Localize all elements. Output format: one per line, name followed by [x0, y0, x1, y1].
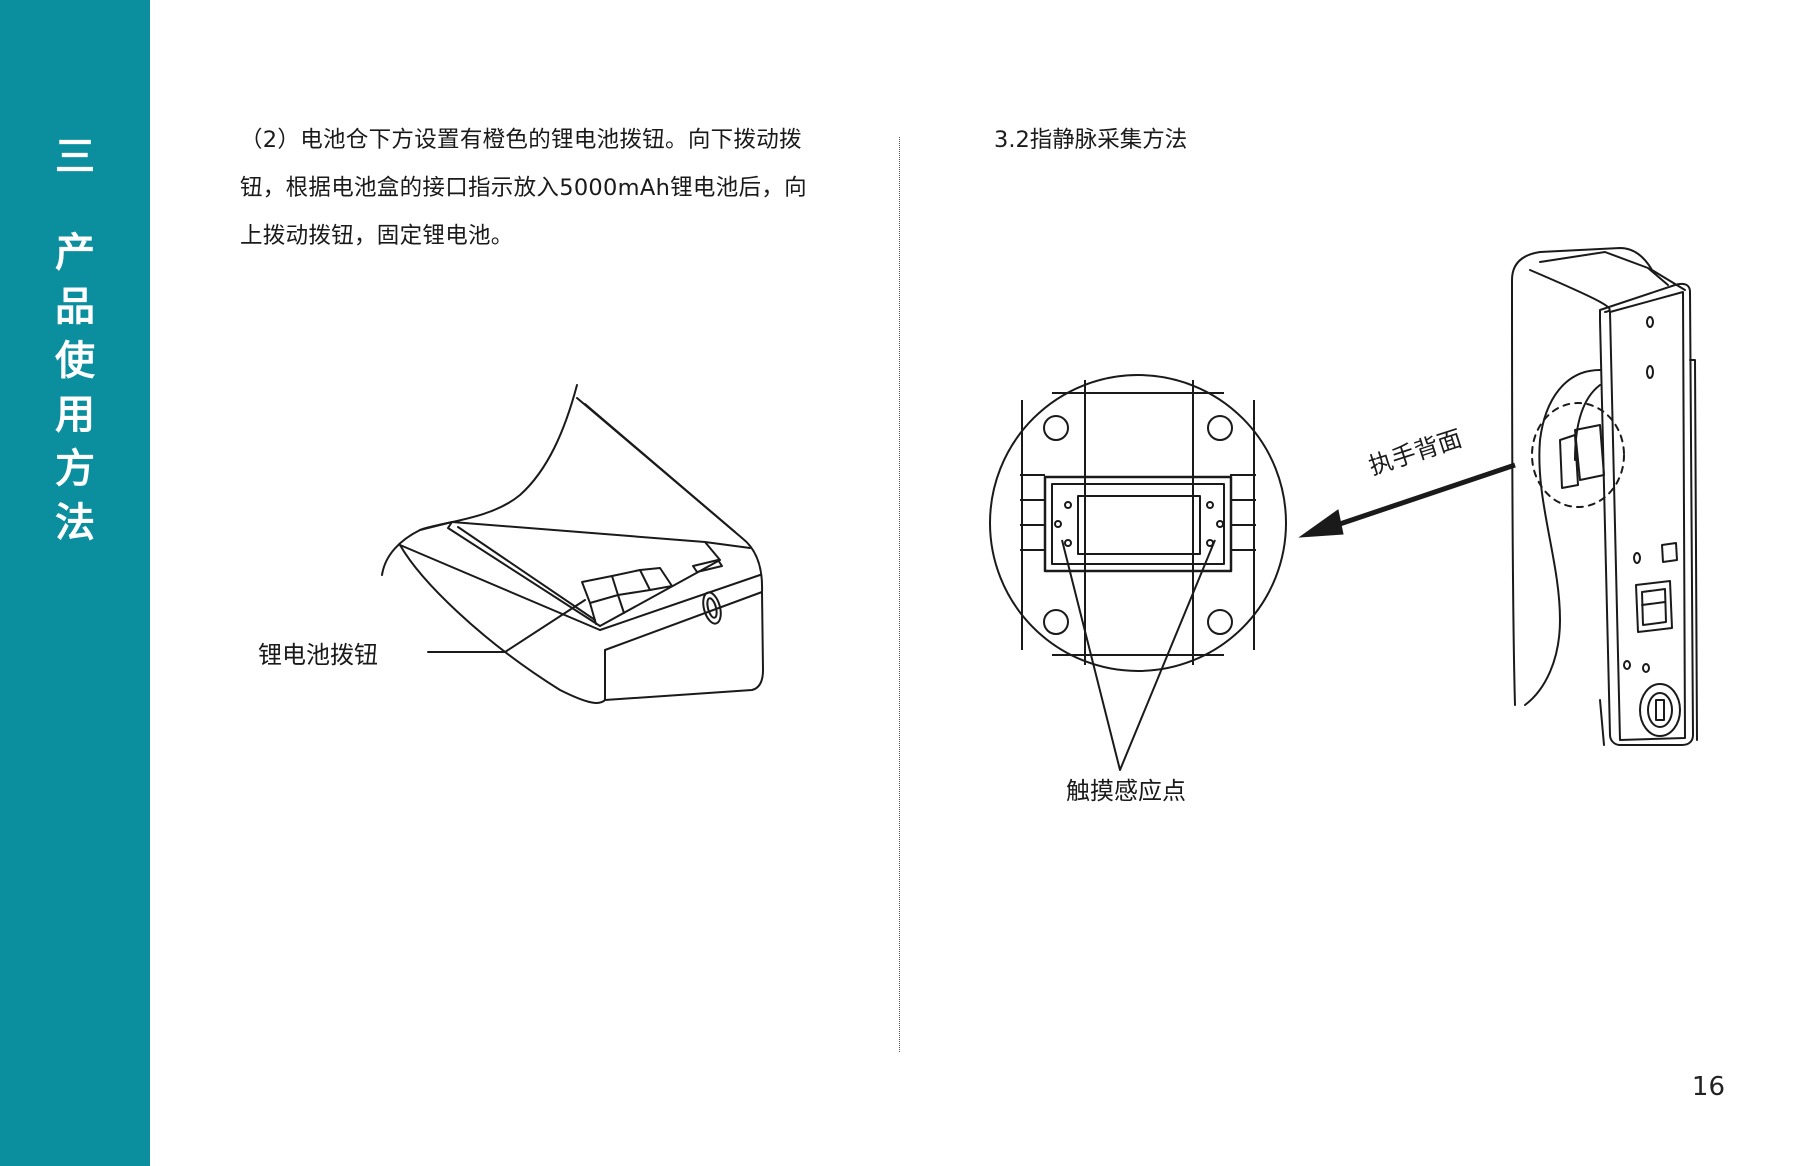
chapter-title-char: 使 — [55, 338, 95, 384]
page-number: 16 — [1691, 1072, 1725, 1102]
chapter-number: 三 — [55, 134, 95, 180]
chapter-title-char: 法 — [55, 500, 95, 546]
chapter-title-char: 方 — [55, 446, 95, 492]
battery-button-label: 锂电池拨钮 — [258, 641, 378, 669]
chapter-sidebar — [0, 0, 150, 1166]
touch-sensing-point-label: 触摸感应点 — [1066, 777, 1186, 805]
column-divider — [899, 137, 900, 1052]
chapter-title-char: 用 — [55, 392, 95, 438]
chapter-title-char: 产 — [55, 230, 95, 276]
chapter-title-char: 品 — [55, 284, 95, 330]
chapter-title: 三 产 品 使 用 方 法 — [0, 130, 150, 550]
paragraph-line: （2）电池仓下方设置有橙色的锂电池拨钮。向下拨动拨 — [240, 127, 802, 153]
paragraph-line: 上拨动拨钮，固定锂电池。 — [240, 223, 514, 249]
paragraph-line: 钮，根据电池盒的接口指示放入5000mAh锂电池后，向 — [240, 175, 807, 201]
battery-instruction-paragraph: （2）电池仓下方设置有橙色的锂电池拨钮。向下拨动拨 钮，根据电池盒的接口指示放入… — [240, 116, 840, 260]
section-title: 3.2指静脉采集方法 — [994, 127, 1188, 153]
